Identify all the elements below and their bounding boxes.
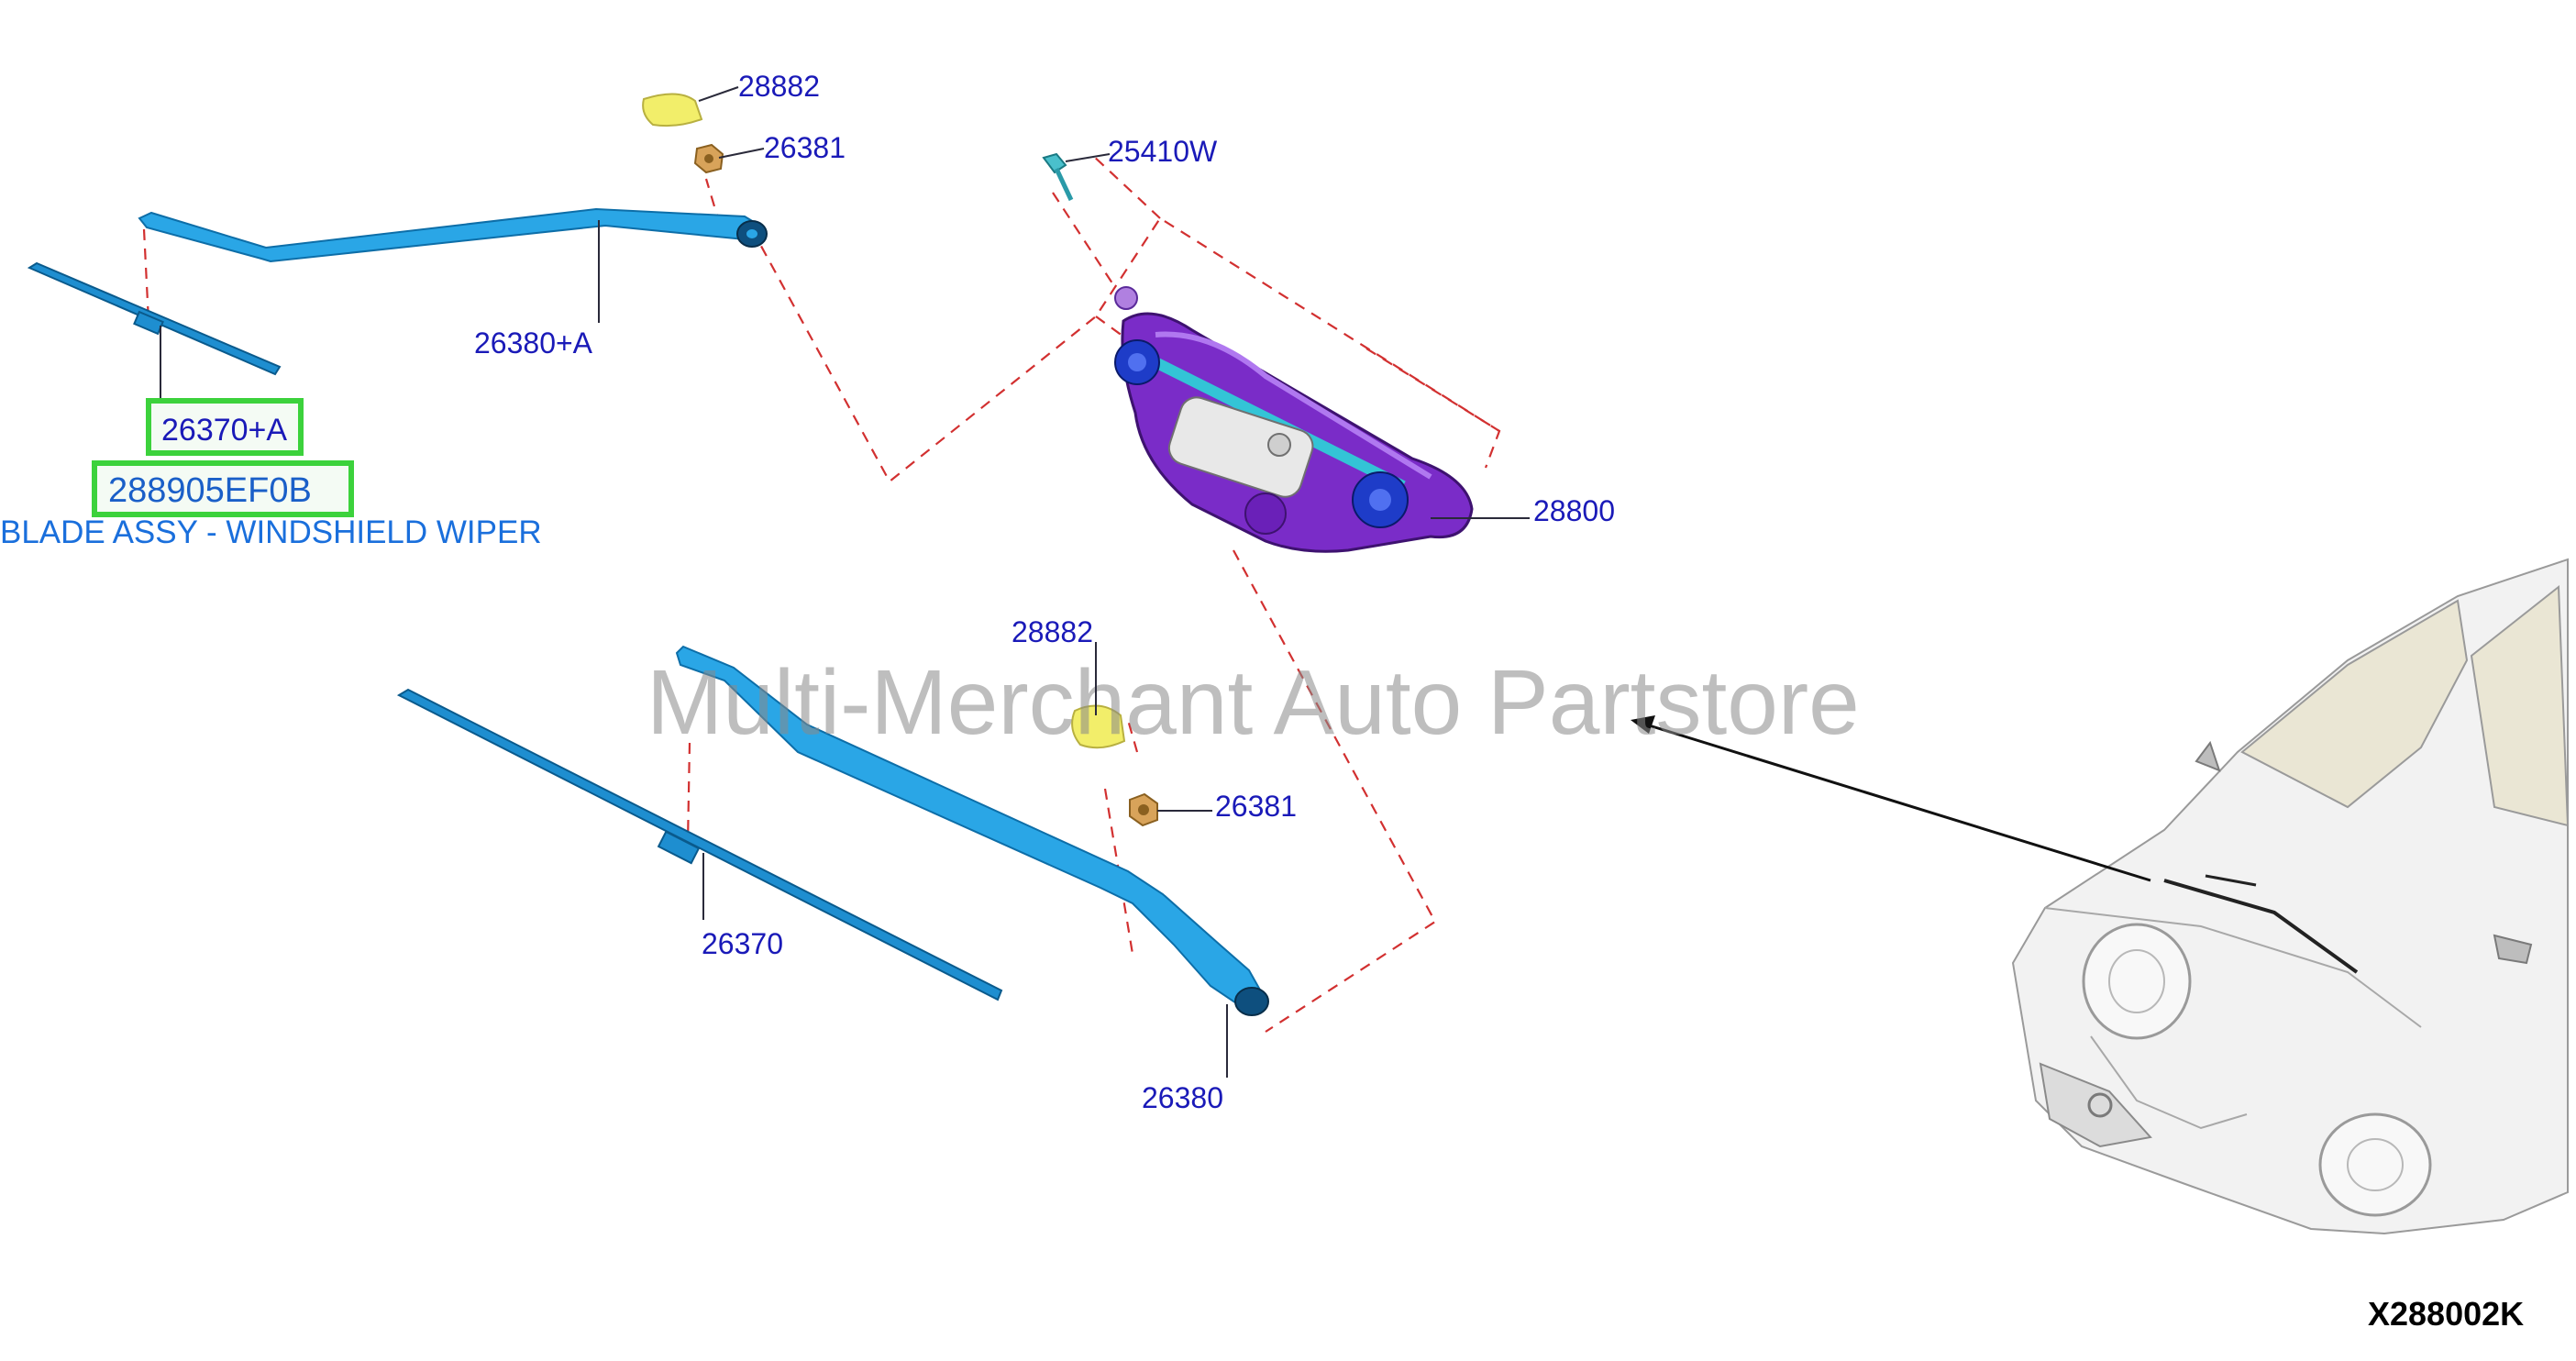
vehicle-location-illustration	[2011, 558, 2570, 1235]
upper-nut-26381	[693, 143, 724, 174]
upper-wiper-blade	[27, 261, 282, 376]
upper-cap-28882	[642, 93, 703, 127]
callout-26380a[interactable]: 26380+A	[474, 326, 593, 360]
location-pointer-arrow	[1631, 715, 2151, 882]
leader-lines	[160, 86, 1530, 1078]
callout-26380[interactable]: 26380	[1142, 1081, 1223, 1114]
callout-28882-top[interactable]: 28882	[738, 70, 820, 103]
upper-wiper-arm	[138, 207, 768, 263]
lower-cap-28882	[1071, 704, 1126, 749]
highlighted-part-description: BLADE ASSY - WINDSHIELD WIPER	[0, 515, 542, 550]
bolt-25410w	[1042, 152, 1074, 202]
callout-28800[interactable]: 28800	[1533, 494, 1615, 527]
lower-wiper-blade	[396, 688, 1003, 1001]
lower-wiper-arm	[675, 645, 1269, 1016]
callout-26370a[interactable]: 26370+A	[161, 413, 287, 448]
wiper-motor-linkage-28800	[1114, 286, 1474, 553]
highlight-boxes	[92, 398, 354, 517]
callout-25410w[interactable]: 25410W	[1108, 135, 1218, 168]
callout-26381-top[interactable]: 26381	[764, 131, 846, 164]
highlighted-part-number[interactable]: 288905EF0B	[108, 471, 312, 510]
callout-28882-mid[interactable]: 28882	[1012, 615, 1093, 648]
callout-26381-mid[interactable]: 26381	[1215, 790, 1297, 823]
diagram-code: X288002K	[2368, 1295, 2524, 1333]
lower-nut-26381	[1129, 792, 1158, 827]
watermark: Multi-Merchant Auto Partstore	[647, 651, 1860, 754]
callout-26370[interactable]: 26370	[702, 927, 783, 960]
